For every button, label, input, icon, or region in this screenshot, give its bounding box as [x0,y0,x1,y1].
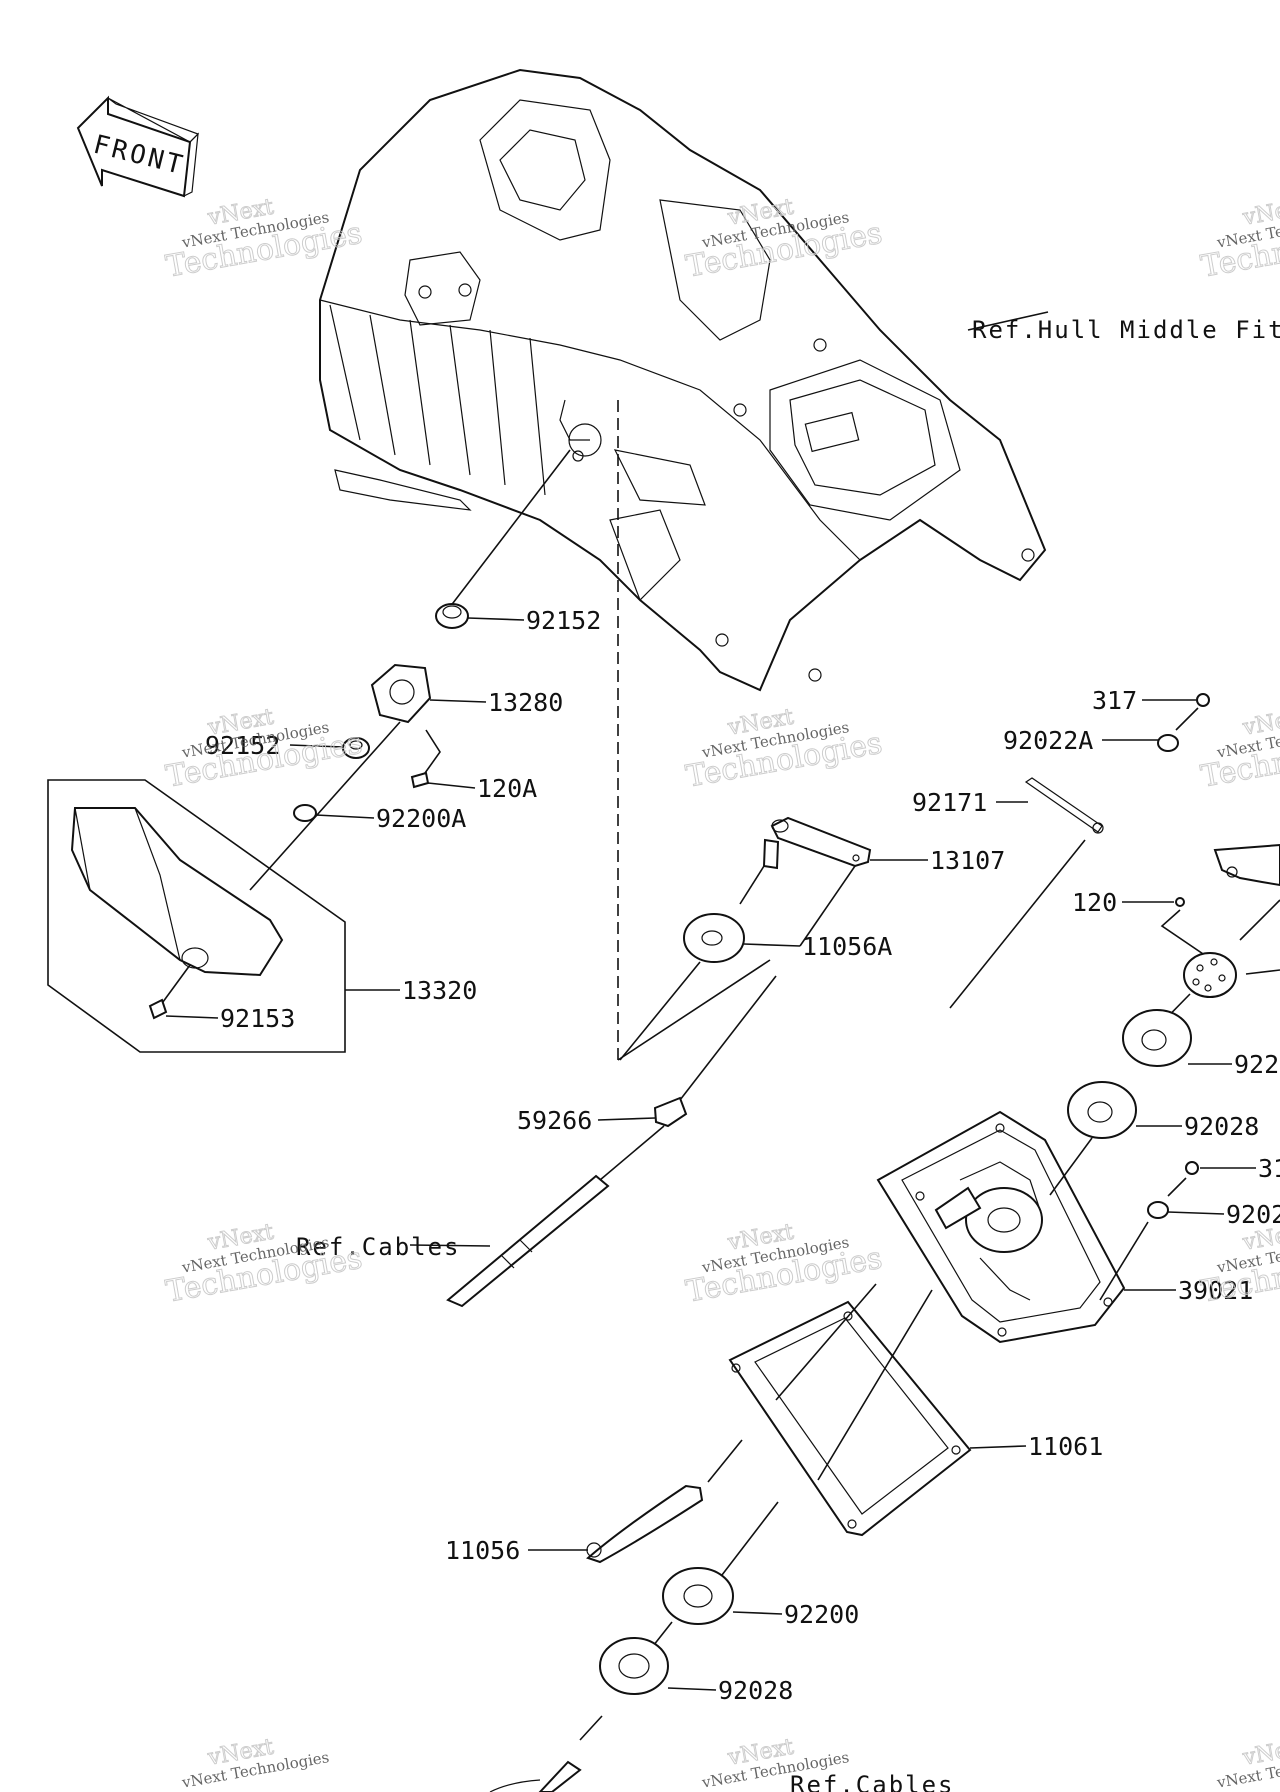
washer-92028-a [1067,1081,1137,1139]
label-92028-b: 92028 [718,1676,793,1705]
label-317-a: 317 [1092,686,1137,715]
label-120: 120 [1072,888,1117,917]
label-92153: 92153 [220,1004,295,1033]
throttle-assembly-right: Ref.Hull Middle Fit 317 92022A 92171 120… [728,311,1280,1537]
label-9202-partial: 9202 [1226,1200,1280,1229]
lower-assembly: 11056 92200 92028 Ref.Cables [445,1439,955,1792]
switch-housing-13320 [70,807,284,977]
label-92152-b: 92152 [205,731,280,760]
label-120A: 120A [477,774,537,803]
washer-92200 [662,1567,734,1625]
ref-hull-middle-fitting: Ref.Hull Middle Fit [972,316,1280,344]
nut-31 [1185,1161,1199,1175]
label-13320: 13320 [402,976,477,1005]
switch-13280 [370,663,432,724]
cable-lower [538,1760,582,1792]
label-13280: 13280 [488,688,563,717]
nut-59266 [653,1096,688,1128]
ring-92200A [293,804,317,822]
label-92022A: 92022A [1003,726,1093,755]
tie-92171 [1024,777,1103,833]
screw-92153 [148,998,168,1020]
washer-92022A [1157,734,1179,752]
label-11056A: 11056A [802,932,892,961]
nut-317-a [1196,693,1210,707]
label-13107: 13107 [930,846,1005,875]
label-39021: 39021 [1178,1276,1253,1305]
bracket-partial [1213,843,1280,887]
gasket-11061 [728,1300,972,1537]
plate-11056A [683,913,745,963]
washer-9202 [1147,1201,1169,1219]
lever-13107 [770,816,872,868]
grommet-92152-b [342,737,370,759]
grommet-92152-a [435,603,469,629]
cable-assembly-center: 13107 11056A 59266 Ref.Cables [296,816,1005,1308]
dashed-centerline [617,400,771,1061]
label-31-partial: 31 [1258,1154,1280,1183]
hull-middle-fitting [319,68,1047,692]
label-92171: 92171 [912,788,987,817]
label-92028-a: 92028 [1184,1112,1259,1141]
front-arrow-badge: FRONT [76,95,200,198]
label-92200A: 92200A [376,804,466,833]
cable-upper [446,1174,610,1308]
label-922-partial: 922 [1234,1050,1279,1079]
label-11056: 11056 [445,1536,520,1565]
screw-120 [1175,897,1185,907]
label-59266: 59266 [517,1106,592,1135]
ref-cables-upper: Ref.Cables [296,1233,461,1261]
washer-92028-b [599,1637,669,1695]
label-92200: 92200 [784,1600,859,1629]
label-11061: 11061 [1028,1432,1103,1461]
ref-cables-lower: Ref.Cables [790,1771,955,1792]
screw-120A [410,771,430,789]
label-92152-a: 92152 [526,606,601,635]
bracket-11056 [586,1484,704,1564]
rotor-disc [1183,952,1237,998]
bushing-922 [1122,1009,1192,1067]
switch-assembly-left: 92152 13280 92152 120A 92200A 13320 9215… [47,449,601,1053]
